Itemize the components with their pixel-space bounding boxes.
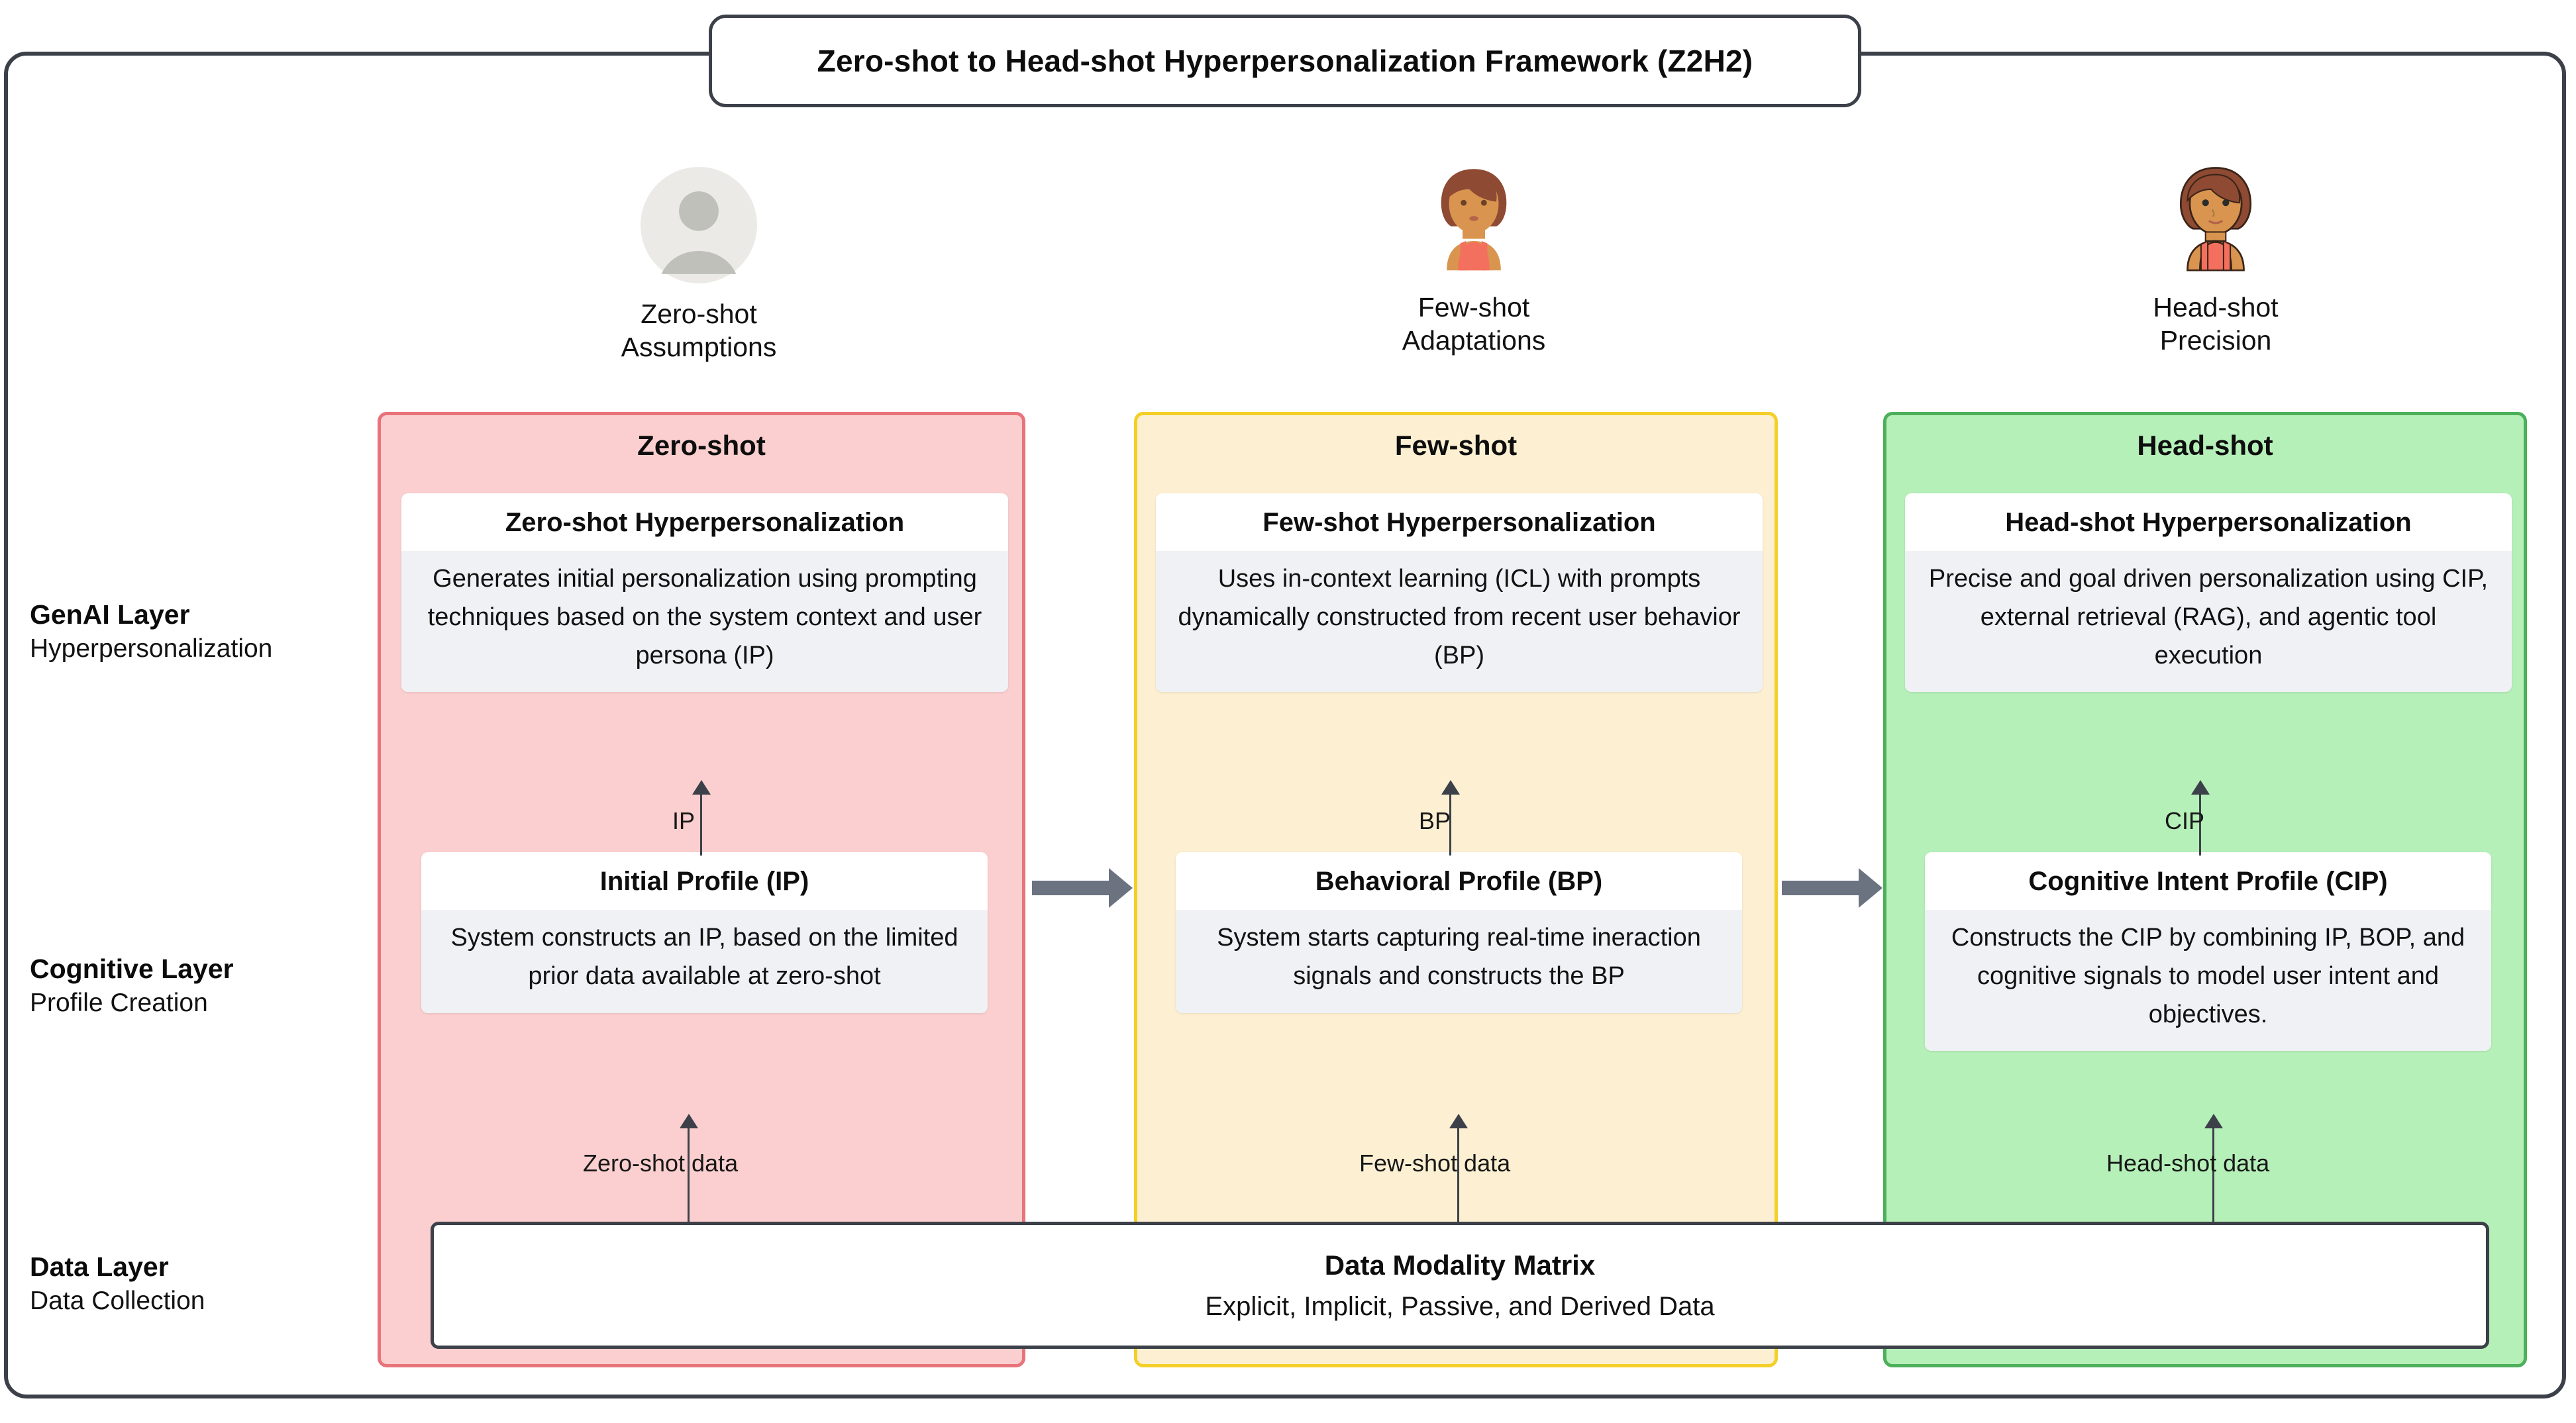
layer-genai-sub: Hyperpersonalization — [30, 634, 273, 663]
data-modality-matrix-heading: Data Modality Matrix — [1324, 1249, 1596, 1281]
stage-column-head-shot-title: Head-shot — [2137, 430, 2273, 461]
layer-label-data: Data Layer Data Collection — [30, 1251, 374, 1316]
persona-zero-shot-line1: Zero-shot — [641, 299, 757, 329]
generic-user-avatar-icon — [546, 162, 851, 288]
edge-few-data-arrowhead — [1449, 1114, 1468, 1128]
card-few-shot-cognitive-body: System starts capturing real-time inerac… — [1176, 910, 1742, 1013]
layer-data-sub: Data Collection — [30, 1287, 205, 1315]
layer-data-name: Data Layer — [30, 1251, 169, 1282]
persona-zero-shot-line2: Assumptions — [621, 332, 777, 363]
layer-label-genai: GenAI Layer Hyperpersonalization — [30, 599, 374, 663]
card-zero-shot-cognitive: Initial Profile (IP) System constructs a… — [421, 852, 988, 1013]
edge-zero-data-label: Zero-shot data — [583, 1150, 739, 1177]
card-head-shot-cognitive-body: Constructs the CIP by combining IP, BOP,… — [1925, 910, 2491, 1052]
card-few-shot-genai-heading: Few-shot Hyperpersonalization — [1156, 493, 1763, 551]
stage-column-head-shot: Head-shot Head-shot Hyperpersonalization… — [1883, 412, 2527, 1367]
edge-head-data-arrowhead — [2204, 1114, 2223, 1128]
edge-head-cip-arrowhead — [2191, 780, 2210, 795]
persona-few-shot: Few-shot Adaptations — [1321, 156, 1626, 357]
persona-few-shot-line1: Few-shot — [1417, 292, 1530, 322]
stage-arrow-zero-to-few — [1032, 868, 1133, 908]
edge-head-data-label: Head-shot data — [2106, 1150, 2270, 1177]
layer-cognitive-name: Cognitive Layer — [30, 954, 234, 984]
card-few-shot-cognitive: Behavioral Profile (BP) System starts ca… — [1176, 852, 1742, 1013]
card-head-shot-cognitive-heading: Cognitive Intent Profile (CIP) — [1925, 852, 2491, 910]
edge-few-bp-label: BP — [1419, 807, 1451, 834]
edge-zero-ip-line — [700, 792, 702, 856]
persona-head-shot-line2: Precision — [2159, 325, 2272, 356]
card-zero-shot-cognitive-body: System constructs an IP, based on the li… — [421, 910, 988, 1013]
edge-head-data-line — [2212, 1126, 2214, 1225]
edge-head-cip-label: CIP — [2165, 807, 2205, 834]
edge-zero-ip-label: IP — [672, 807, 696, 834]
diagram-title-box: Zero-shot to Head-shot Hyperpersonalizat… — [709, 15, 1861, 107]
persona-head-shot: Head-shot Precision — [2063, 156, 2368, 357]
edge-few-data-line — [1457, 1126, 1459, 1225]
card-few-shot-genai: Few-shot Hyperpersonalization Uses in-co… — [1156, 493, 1763, 693]
persona-zero-shot: Zero-shot Assumptions — [546, 162, 851, 364]
woman-avatar-icon — [1321, 156, 1626, 281]
woman-avatar-detailed-icon — [2063, 156, 2368, 281]
layer-label-cognitive: Cognitive Layer Profile Creation — [30, 954, 374, 1018]
stage-arrow-few-to-head — [1782, 868, 1882, 908]
data-modality-matrix-subheading: Explicit, Implicit, Passive, and Derived… — [1205, 1291, 1715, 1321]
stage-column-zero-shot-title: Zero-shot — [637, 430, 766, 461]
edge-zero-data-line — [688, 1126, 690, 1225]
edge-few-bp-line — [1449, 792, 1451, 856]
stage-column-zero-shot: Zero-shot Zero-shot Hyperpersonalization… — [378, 412, 1025, 1367]
edge-zero-ip-arrowhead — [692, 780, 711, 795]
stage-column-few-shot-title: Few-shot — [1394, 430, 1518, 461]
card-head-shot-genai-heading: Head-shot Hyperpersonalization — [1905, 493, 2512, 551]
card-head-shot-cognitive: Cognitive Intent Profile (CIP) Construct… — [1925, 852, 2491, 1052]
persona-few-shot-line2: Adaptations — [1402, 325, 1546, 356]
diagram-title: Zero-shot to Head-shot Hyperpersonalizat… — [817, 44, 1753, 78]
persona-head-shot-line1: Head-shot — [2153, 292, 2279, 322]
stage-column-few-shot: Few-shot Few-shot Hyperpersonalization U… — [1134, 412, 1778, 1367]
card-head-shot-genai: Head-shot Hyperpersonalization Precise a… — [1905, 493, 2512, 693]
card-head-shot-genai-body: Precise and goal driven personalization … — [1905, 551, 2512, 693]
edge-zero-data-arrowhead — [680, 1114, 698, 1128]
card-zero-shot-genai-body: Generates initial personalization using … — [401, 551, 1008, 693]
layer-genai-name: GenAI Layer — [30, 599, 190, 630]
edge-head-cip-line — [2199, 792, 2201, 856]
card-few-shot-cognitive-heading: Behavioral Profile (BP) — [1176, 852, 1742, 910]
card-zero-shot-cognitive-heading: Initial Profile (IP) — [421, 852, 988, 910]
card-few-shot-genai-body: Uses in-context learning (ICL) with prom… — [1156, 551, 1763, 693]
layer-cognitive-sub: Profile Creation — [30, 989, 208, 1017]
edge-few-data-label: Few-shot data — [1359, 1150, 1511, 1177]
edge-few-bp-arrowhead — [1441, 780, 1460, 795]
card-zero-shot-genai: Zero-shot Hyperpersonalization Generates… — [401, 493, 1008, 693]
data-modality-matrix-box: Data Modality Matrix Explicit, Implicit,… — [431, 1222, 2489, 1349]
card-zero-shot-genai-heading: Zero-shot Hyperpersonalization — [401, 493, 1008, 551]
